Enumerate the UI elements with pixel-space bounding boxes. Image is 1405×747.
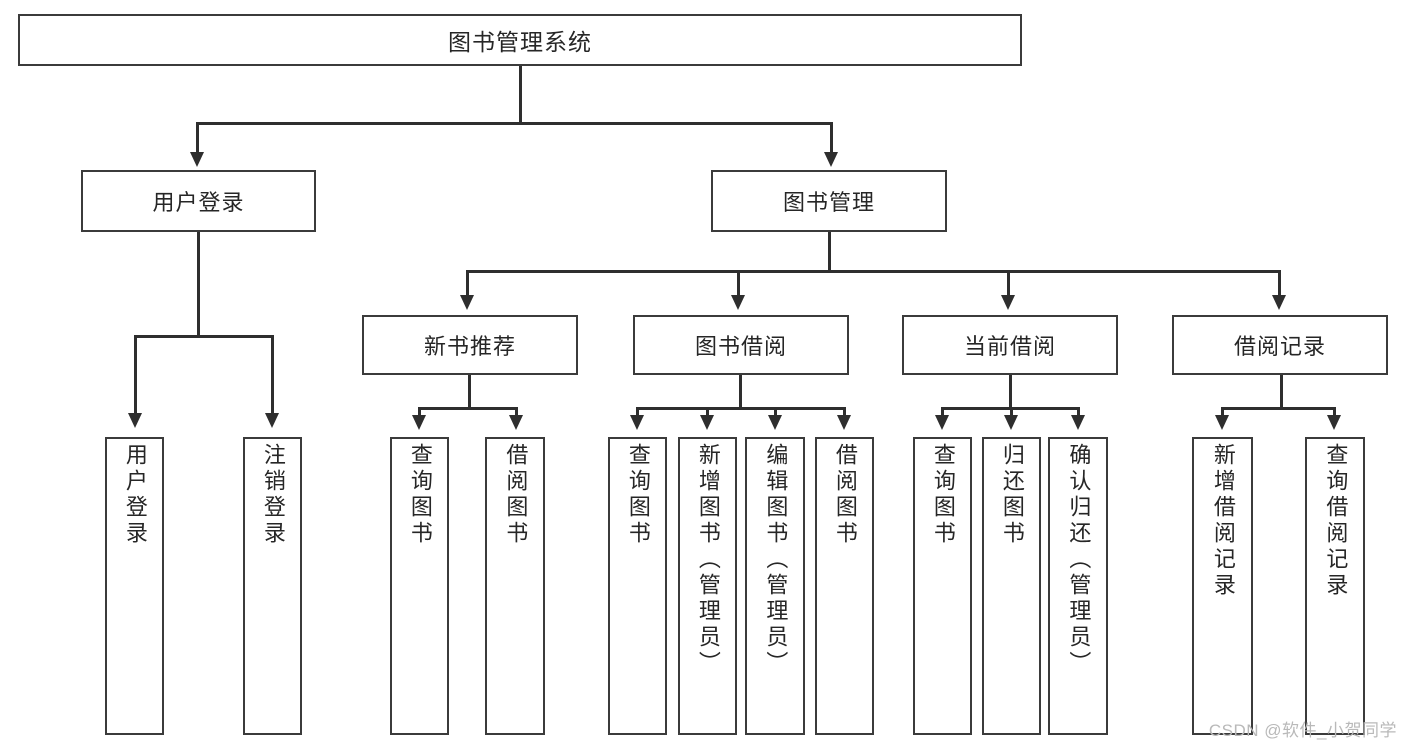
leaf-label: 归还图书 [999, 443, 1025, 547]
node-book-borrow[interactable]: 图书借阅 [633, 315, 849, 375]
edge-user-login-stem [197, 232, 200, 335]
node-current-borrow[interactable]: 当前借阅 [902, 315, 1118, 375]
leaf-edit-book-admin[interactable]: 编辑图书（管理员） [745, 437, 805, 735]
arrow-book-mgmt-to-current [1001, 295, 1015, 310]
edge-record-to-leaf1 [1221, 407, 1224, 417]
arrow-borrow-to-leaf4 [837, 415, 851, 430]
leaf-user-logout[interactable]: 注销登录 [243, 437, 302, 735]
edge-newbook-stem [468, 375, 471, 409]
leaf-confirm-return-admin[interactable]: 确认归还（管理员） [1048, 437, 1108, 735]
leaf-borrow-book-newbook[interactable]: 借阅图书 [485, 437, 545, 735]
edge-user-login-to-leaf2 [271, 335, 274, 415]
arrow-book-mgmt-to-newbook [460, 295, 474, 310]
edge-root-to-user-login [196, 122, 199, 154]
edge-newbook-to-leaf1 [418, 407, 421, 417]
edge-current-stem [1009, 375, 1012, 409]
arrow-current-to-leaf3 [1071, 415, 1085, 430]
edge-current-to-leaf2 [1010, 407, 1013, 417]
edge-borrow-to-leaf2 [706, 407, 709, 417]
arrow-user-login-to-leaf2 [265, 413, 279, 428]
leaf-label: 确认归还（管理员） [1066, 443, 1092, 677]
node-book-management[interactable]: 图书管理 [711, 170, 947, 232]
edge-newbook-to-leaf2 [515, 407, 518, 417]
node-borrow-record[interactable]: 借阅记录 [1172, 315, 1388, 375]
edge-borrow-to-leaf1 [636, 407, 639, 417]
leaf-label: 借阅图书 [832, 443, 858, 547]
edge-current-to-leaf1 [941, 407, 944, 417]
leaf-label: 借阅图书 [503, 443, 529, 547]
arrow-book-mgmt-to-borrow [731, 295, 745, 310]
leaf-query-borrow-record[interactable]: 查询借阅记录 [1305, 437, 1365, 735]
arrow-book-mgmt-to-record [1272, 295, 1286, 310]
edge-root-to-book-mgmt [830, 122, 833, 154]
edge-book-mgmt-to-current [1007, 270, 1010, 297]
leaf-label: 查询图书 [625, 443, 651, 547]
edge-record-bar [1221, 407, 1335, 410]
node-new-book-recommend[interactable]: 新书推荐 [362, 315, 578, 375]
edge-borrow-to-leaf4 [843, 407, 846, 417]
leaf-add-borrow-record[interactable]: 新增借阅记录 [1192, 437, 1253, 735]
arrow-current-to-leaf2 [1004, 415, 1018, 430]
arrow-newbook-to-leaf1 [412, 415, 426, 430]
leaf-borrow-book[interactable]: 借阅图书 [815, 437, 874, 735]
leaf-add-book-admin[interactable]: 新增图书（管理员） [678, 437, 737, 735]
arrow-record-to-leaf1 [1215, 415, 1229, 430]
leaf-label: 用户登录 [122, 443, 148, 547]
edge-root-bar [196, 122, 832, 125]
arrow-root-to-book-mgmt [824, 152, 838, 167]
arrow-user-login-to-leaf1 [128, 413, 142, 428]
arrow-record-to-leaf2 [1327, 415, 1341, 430]
edge-book-mgmt-stem [828, 232, 831, 272]
leaf-query-book-current[interactable]: 查询图书 [913, 437, 972, 735]
leaf-label: 新增借阅记录 [1210, 443, 1236, 599]
arrow-borrow-to-leaf2 [700, 415, 714, 430]
edge-book-mgmt-bar [466, 270, 1280, 273]
leaf-label: 查询借阅记录 [1323, 443, 1349, 599]
edge-book-mgmt-to-borrow [737, 270, 740, 297]
arrow-root-to-user-login [190, 152, 204, 167]
edge-borrow-to-leaf3 [774, 407, 777, 417]
arrow-borrow-to-leaf1 [630, 415, 644, 430]
leaf-return-book[interactable]: 归还图书 [982, 437, 1041, 735]
leaf-label: 编辑图书（管理员） [763, 443, 789, 677]
edge-book-mgmt-to-record [1278, 270, 1281, 297]
leaf-query-book-newbook[interactable]: 查询图书 [390, 437, 449, 735]
edge-root-stem [519, 66, 522, 124]
edge-user-login-bar [134, 335, 272, 338]
node-user-login[interactable]: 用户登录 [81, 170, 316, 232]
edge-current-to-leaf3 [1077, 407, 1080, 417]
edge-user-login-to-leaf1 [134, 335, 137, 415]
leaf-user-login[interactable]: 用户登录 [105, 437, 164, 735]
arrow-borrow-to-leaf3 [768, 415, 782, 430]
edge-current-bar [941, 407, 1078, 410]
edge-book-mgmt-to-newbook [466, 270, 469, 297]
edge-borrow-bar [636, 407, 845, 410]
edge-record-to-leaf2 [1333, 407, 1336, 417]
leaf-label: 注销登录 [260, 443, 286, 547]
leaf-label: 新增图书（管理员） [695, 443, 721, 677]
node-root-system[interactable]: 图书管理系统 [18, 14, 1022, 66]
arrow-current-to-leaf1 [935, 415, 949, 430]
leaf-label: 查询图书 [407, 443, 433, 547]
leaf-query-book-borrow[interactable]: 查询图书 [608, 437, 667, 735]
edge-borrow-stem [739, 375, 742, 409]
leaf-label: 查询图书 [930, 443, 956, 547]
arrow-newbook-to-leaf2 [509, 415, 523, 430]
edge-record-stem [1280, 375, 1283, 409]
edge-newbook-bar [418, 407, 517, 410]
